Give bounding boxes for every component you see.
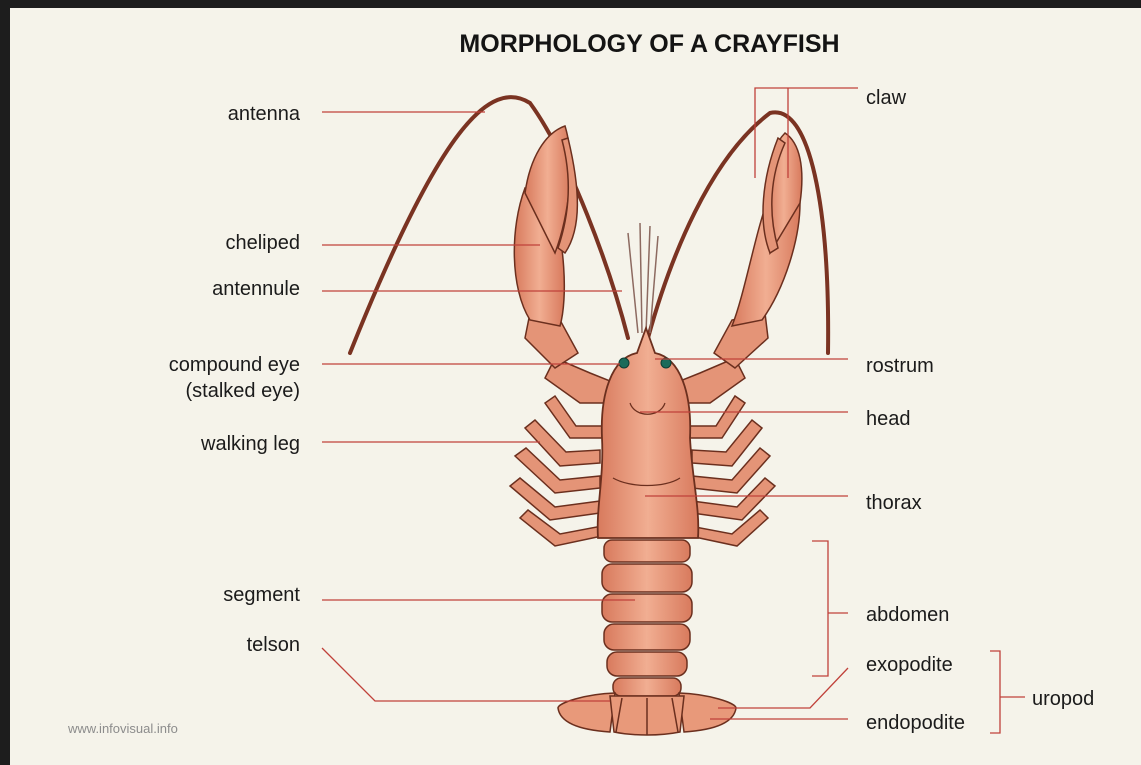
label-thorax: thorax	[866, 491, 922, 516]
label-stalked-eye: (stalked eye)	[110, 379, 300, 404]
left-eye	[619, 358, 629, 368]
label-claw: claw	[866, 86, 906, 111]
label-head: head	[866, 407, 911, 432]
watermark: www.infovisual.info	[68, 721, 178, 736]
diagram-title: MORPHOLOGY OF A CRAYFISH	[10, 30, 1141, 59]
abdomen-segments	[602, 540, 692, 696]
label-telson: telson	[130, 633, 300, 658]
label-segment: segment	[130, 583, 300, 608]
label-abdomen: abdomen	[866, 603, 949, 628]
label-endopodite: endopodite	[866, 711, 965, 736]
diagram-frame: MORPHOLOGY OF A CRAYFISH antenna chelipe…	[10, 8, 1141, 765]
label-uropod: uropod	[1032, 687, 1094, 712]
label-antennule: antennule	[130, 277, 300, 302]
tail-fan	[558, 693, 736, 735]
label-walking-leg: walking leg	[110, 432, 300, 457]
label-compound-eye: compound eye	[110, 353, 300, 378]
left-cheliped	[514, 126, 615, 403]
right-cheliped	[675, 133, 802, 403]
label-cheliped: cheliped	[130, 231, 300, 256]
label-rostrum: rostrum	[866, 354, 934, 379]
label-exopodite: exopodite	[866, 653, 953, 678]
label-antenna: antenna	[130, 102, 300, 127]
